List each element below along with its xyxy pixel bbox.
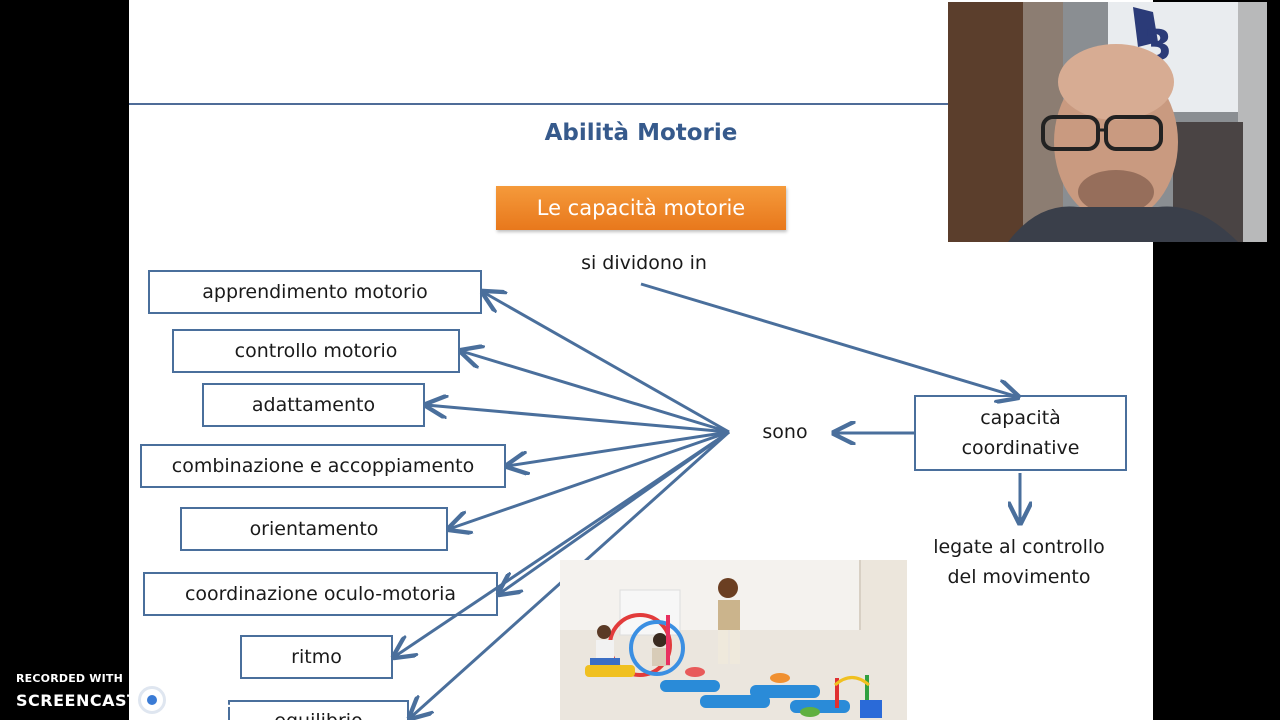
item-apprendimento-motorio: apprendimento motorio — [148, 270, 482, 314]
screencast-logo-icon — [138, 686, 166, 714]
recorded-with-label: RECORDED WITH — [16, 672, 124, 685]
slide-title: Abilità Motorie — [544, 120, 738, 146]
item-orientamento: orientamento — [180, 507, 448, 551]
capacita-coordinative-line2: coordinative — [961, 437, 1080, 459]
legate-line2: del movimento — [947, 566, 1091, 588]
item-combinazione-e-accoppiamento: combinazione e accoppiamento — [140, 444, 506, 488]
arrow-to-combinazione — [507, 430, 730, 466]
capacita-coordinative-box: capacità coordinative — [914, 395, 1127, 471]
connector-si-dividono-in: si dividono in — [581, 252, 707, 274]
arrow-to-capacita-coordinative — [640, 282, 1018, 397]
item-ritmo: ritmo — [240, 635, 393, 679]
legate-line1: legate al controllo — [933, 536, 1105, 558]
header-rule — [129, 103, 1153, 105]
connector-sono: sono — [762, 421, 808, 443]
item-adattamento: adattamento — [202, 383, 425, 427]
header-box-capacita-motorie: Le capacità motorie — [496, 186, 786, 230]
capacita-coordinative-line1: capacità — [980, 407, 1061, 429]
arrow-to-orientamento — [449, 430, 730, 529]
arrow-to-apprendimento — [483, 292, 730, 434]
item-controllo-motorio: controllo motorio — [172, 329, 460, 373]
screencast-brand: SCREENCAST — [16, 691, 139, 710]
webcam-overlay: 3 — [948, 2, 1267, 242]
arrow-to-adattamento — [426, 405, 730, 434]
children-playing-photo — [560, 560, 907, 720]
arrow-to-controllo — [461, 351, 730, 434]
matic-brand: MATIC — [176, 692, 235, 711]
legate-al-controllo-text: legate al controllo del movimento — [904, 532, 1134, 592]
arrow-to-ritmo — [394, 430, 730, 657]
